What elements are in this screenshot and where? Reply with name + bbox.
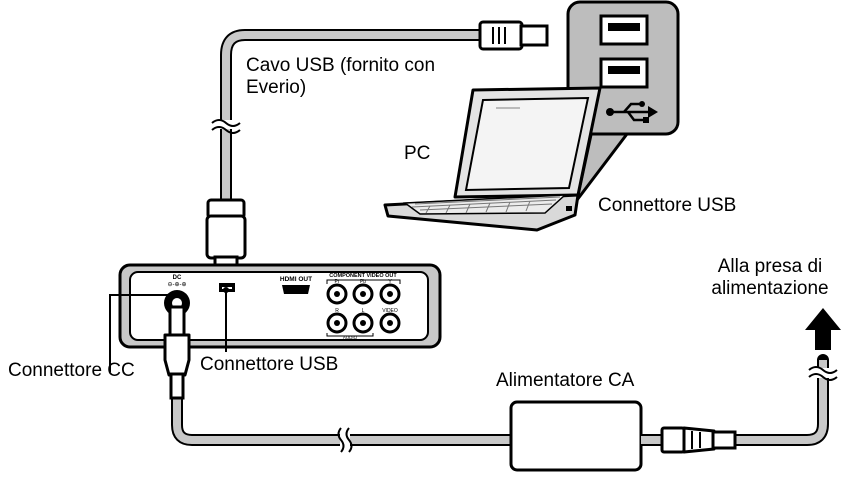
pc-label: PC	[404, 143, 431, 164]
panel-y-text: Y	[388, 279, 392, 285]
laptop-pc	[383, 86, 602, 232]
usb-connector-box-label: Connettore USB	[200, 354, 339, 375]
ac-adapter	[509, 400, 665, 472]
leader-lines	[109, 287, 229, 372]
panel-dc-text: DC	[173, 275, 182, 281]
upward-arrow-icon	[805, 308, 841, 350]
panel-pb-text: Pb	[360, 279, 366, 285]
usb-symbol-icon	[606, 101, 658, 123]
panel-component-text: COMPONENT VIDEO OUT	[329, 273, 397, 279]
cable-break-icon	[808, 366, 838, 381]
panel-hdmi-out-text: HDMI OUT	[280, 276, 312, 283]
cable-break-icon	[211, 119, 241, 134]
dc-connector-label: Connettore CC	[8, 360, 135, 381]
panel-pr-text: Pr	[335, 279, 340, 285]
cable-break-icon	[337, 427, 353, 453]
usb-cable-label: Cavo USB (fornito con Everio)	[246, 55, 436, 98]
dc-cable	[171, 389, 518, 446]
hdmi-port	[282, 285, 310, 294]
ac-cord	[729, 354, 829, 446]
usb-connector-pc-label: Connettore USB	[598, 195, 737, 216]
panel-l-text: L	[362, 308, 365, 314]
usb-cable	[220, 29, 491, 211]
power-outlet-label: Alla presa di alimentazione	[711, 256, 829, 299]
usb-plug-pc	[478, 20, 549, 51]
ac-plug	[660, 426, 737, 454]
rca-jacks	[326, 279, 401, 337]
panel-r-text: R	[335, 308, 339, 314]
usb-plug-device	[205, 198, 247, 273]
dc-plug	[163, 305, 191, 400]
panel-video-text: VIDEO	[382, 308, 398, 314]
panel-dc-polarity-text: ⊖-⊕-⊕	[167, 282, 186, 288]
ac-adapter-label: Alimentatore CA	[496, 370, 635, 391]
panel-audio-text: AUDIO	[343, 335, 358, 340]
